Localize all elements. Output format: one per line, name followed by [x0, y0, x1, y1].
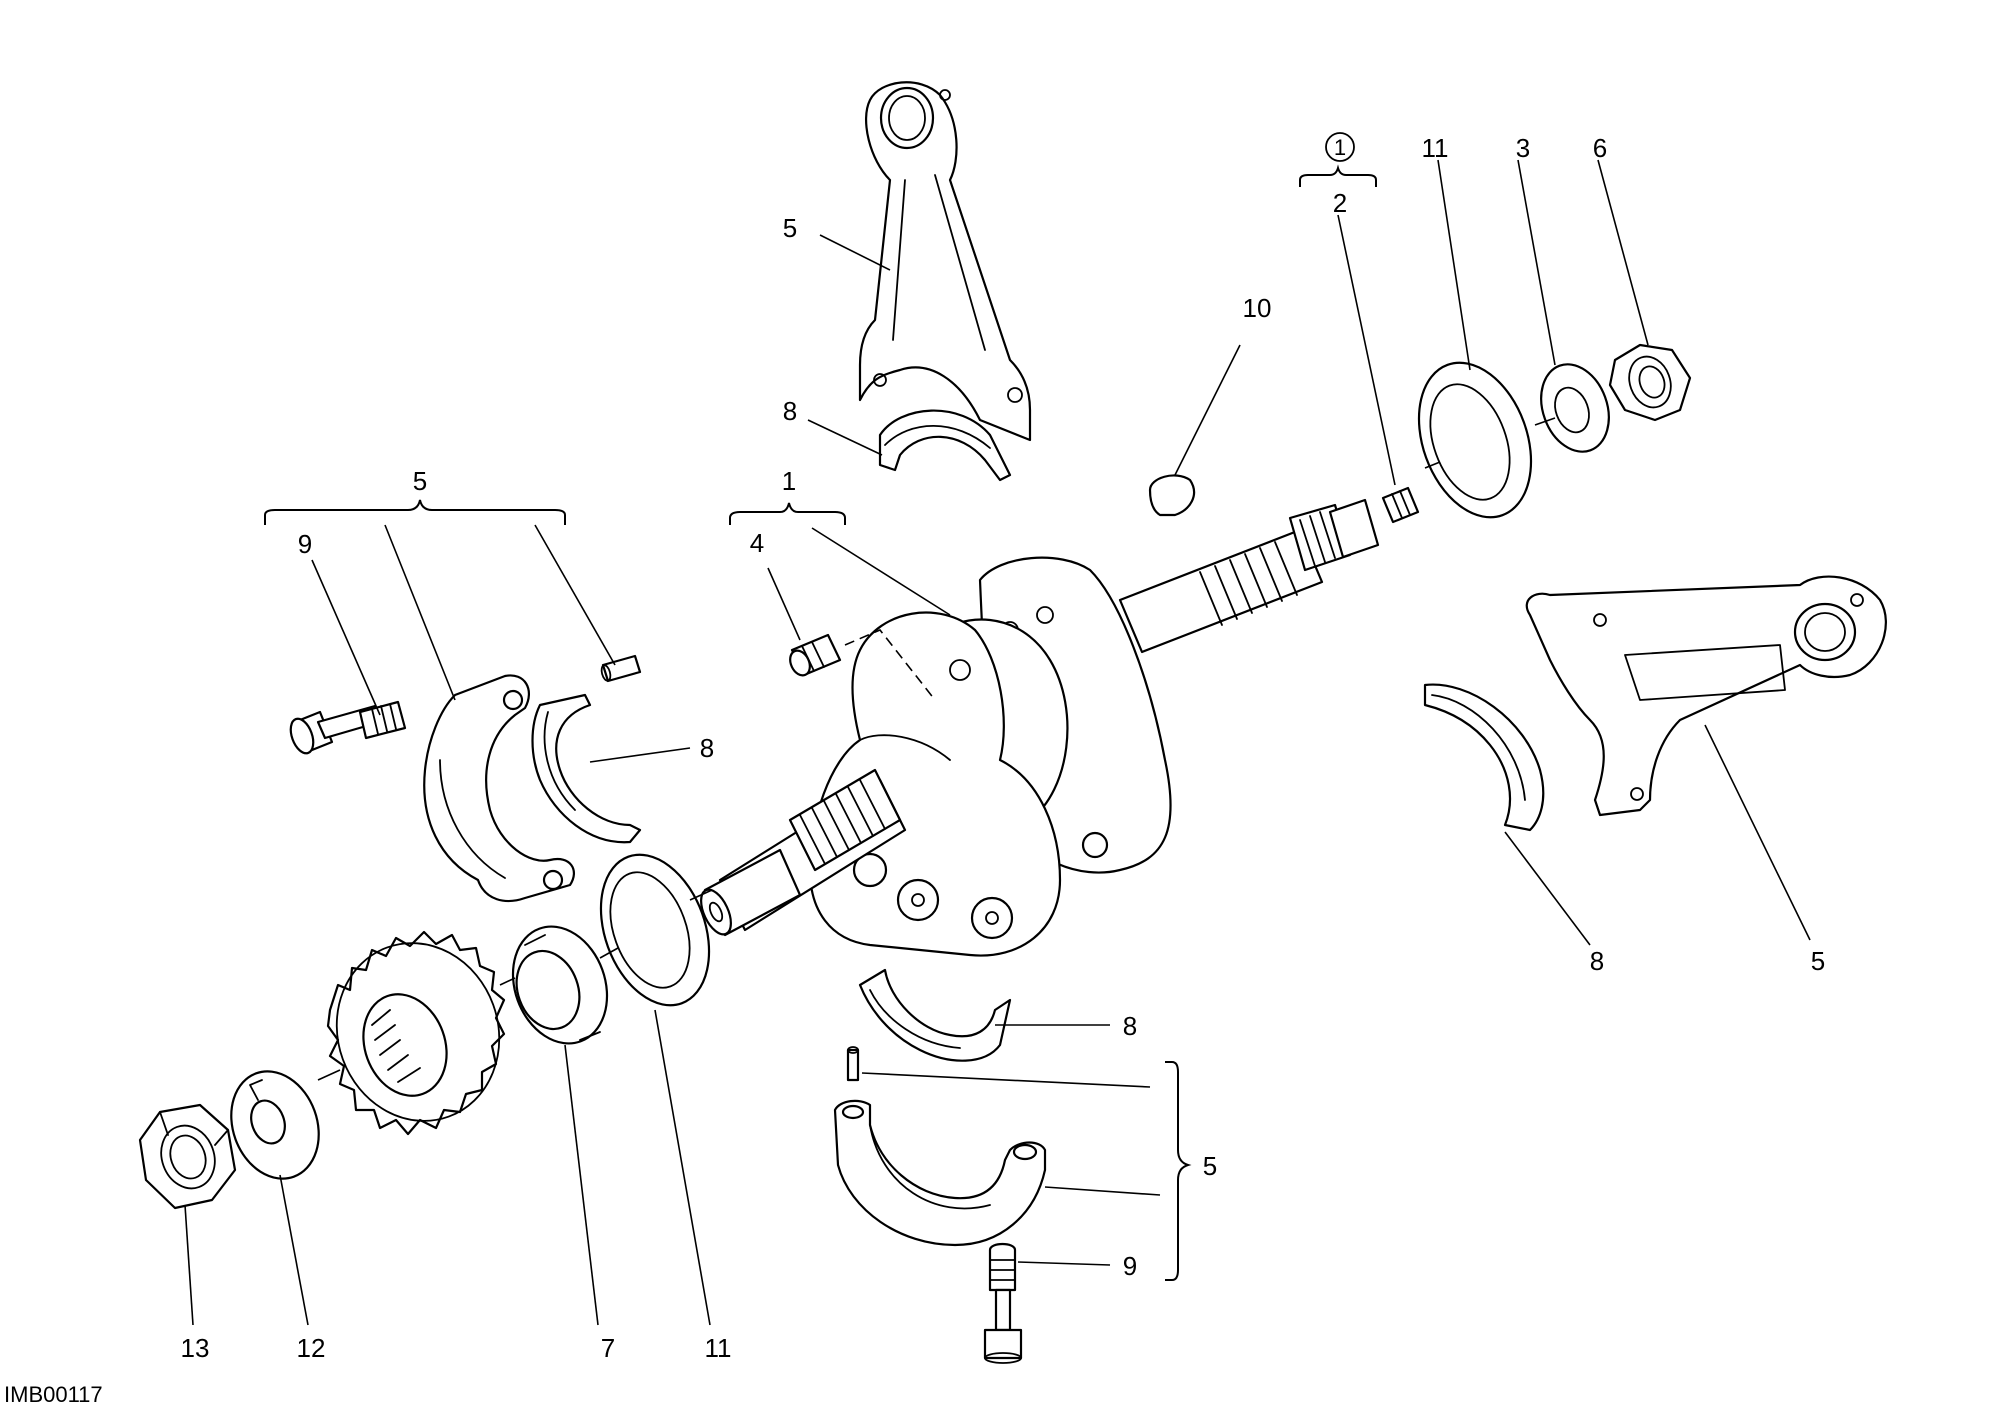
woodruff-key [1148, 474, 1196, 517]
bearing-shell-right [1423, 683, 1545, 832]
thrust-washer-left [599, 853, 711, 1007]
dowel-pin-left [600, 654, 642, 683]
spacer-ring [511, 925, 609, 1045]
bearing-shell-left [531, 693, 642, 844]
drawing-code: IMB00117 [4, 1382, 103, 1407]
circled-mark-ring [1325, 132, 1355, 162]
thrust-washer-right [1417, 361, 1533, 519]
plug-screw-right [1381, 486, 1420, 524]
callout-11-top: 11 [1422, 133, 1449, 163]
callout-3: 3 [1516, 133, 1530, 163]
bearing-shell-bottom [858, 968, 1012, 1062]
callout-8-left: 8 [700, 733, 714, 763]
callout-5-group-left: 5 [413, 466, 427, 496]
brace-group-crankshaft [729, 502, 846, 525]
callout-2: 2 [1333, 188, 1347, 218]
gear [326, 930, 506, 1136]
callout-5-rod-right: 5 [1811, 946, 1825, 976]
callout-8-top: 8 [783, 396, 797, 426]
callout-7: 7 [601, 1333, 615, 1363]
spacer [1540, 363, 1610, 453]
cap-bolt-left [289, 700, 407, 755]
tab-washer [230, 1070, 320, 1180]
rod-cap-left [423, 674, 575, 903]
brace-group-left [264, 499, 566, 525]
callout-9-bottom: 9 [1123, 1251, 1137, 1281]
callout-1: 1 [782, 466, 796, 496]
callout-5-group-right: 5 [1203, 1151, 1217, 1181]
circled-mark: 1 [1334, 135, 1346, 160]
bearing-shell-top [878, 409, 1012, 482]
callout-8-bottom: 8 [1123, 1011, 1137, 1041]
brace-group-bottom [1165, 1061, 1192, 1281]
brace-group-mark [1299, 164, 1377, 187]
connecting-rod-right [1525, 575, 1887, 817]
rod-cap-bottom [833, 1099, 1047, 1247]
callout-13: 13 [181, 1333, 210, 1363]
callout-8-right: 8 [1590, 946, 1604, 976]
callout-10: 10 [1243, 293, 1272, 323]
callout-4: 4 [750, 528, 764, 558]
ring-nut [1608, 343, 1692, 422]
plug-screw [789, 629, 936, 701]
callout-5-rod-top: 5 [783, 213, 797, 243]
callout-12: 12 [297, 1333, 326, 1363]
dowel-pin-bottom [846, 1046, 860, 1082]
callout-9-left: 9 [298, 529, 312, 559]
callout-6: 6 [1593, 133, 1607, 163]
connecting-rod-top [858, 81, 1032, 442]
crankshaft [700, 498, 1380, 957]
leader-lines [184, 159, 1811, 1326]
callout-11-bottom: 11 [705, 1333, 732, 1363]
cap-bolt-bottom [983, 1242, 1023, 1364]
hex-nut [138, 1103, 237, 1210]
